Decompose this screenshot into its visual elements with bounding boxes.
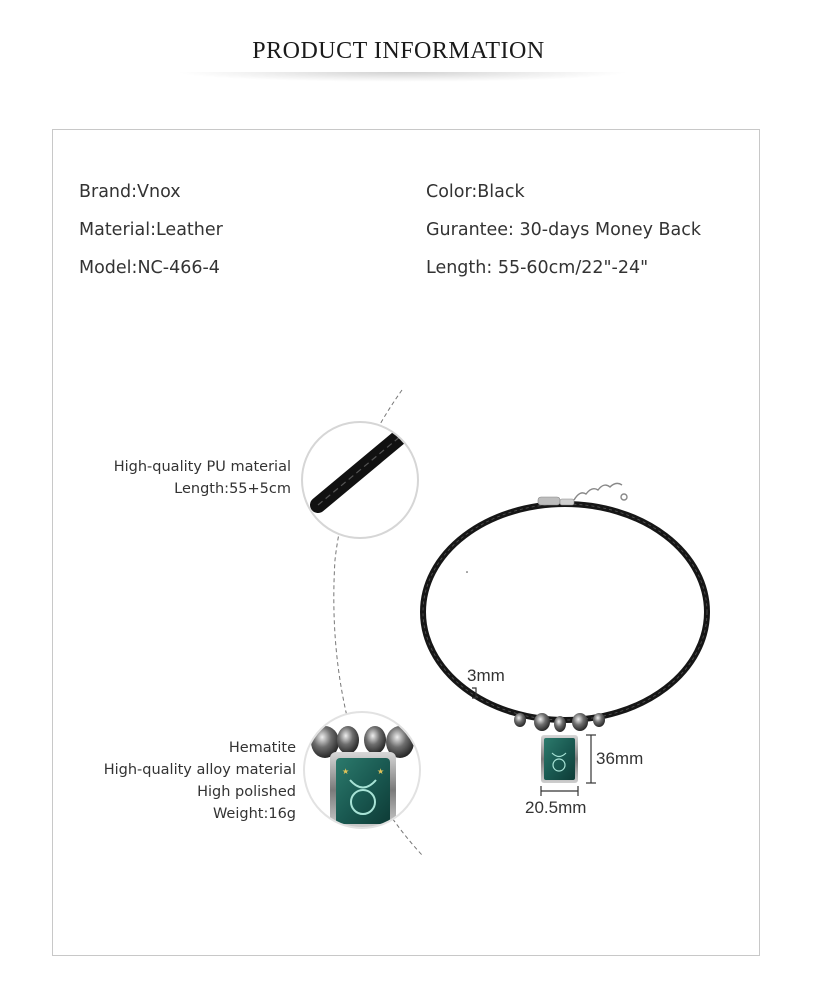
dimension-markers [472, 687, 596, 796]
necklace-illustration [420, 482, 710, 783]
pendant-callout: Hematite High-quality alloy material Hig… [104, 737, 296, 825]
svg-text:★: ★ [342, 767, 349, 776]
spec-length: Length: 55-60cm/22"-24" [426, 258, 649, 278]
spec-guarantee: Gurantee: 30-days Money Back [426, 220, 702, 240]
page-title: PRODUCT INFORMATION [252, 38, 545, 64]
pendant-callout-line: High-quality alloy material [103, 762, 296, 778]
spec-color: Color:Black [426, 182, 525, 202]
pendant-callout-line: Hematite [228, 740, 296, 756]
spec-material: Material:Leather [79, 220, 223, 240]
spec-model: Model:NC-466-4 [79, 258, 220, 278]
cord-zoom-circle [301, 421, 419, 539]
pendant-callout-line: High polished [197, 784, 296, 800]
dimension-width-label: 20.5mm [525, 798, 587, 817]
pendant-zoom-circle: ★ ★ [303, 711, 421, 829]
dimension-thickness-label: 3mm [467, 666, 505, 685]
cord-callout-line: High-quality PU material [113, 459, 291, 475]
info-frame [52, 129, 760, 956]
spec-brand: Brand:Vnox [79, 182, 181, 202]
dimension-height-label: 36mm [596, 749, 644, 768]
svg-text:★: ★ [377, 767, 384, 776]
cord-callout-line: Length:55+5cm [174, 481, 291, 497]
cord-callout: High-quality PU material Length:55+5cm [114, 456, 291, 500]
pendant-callout-line: Weight:16g [212, 806, 296, 822]
title-underline-shadow [175, 72, 630, 82]
